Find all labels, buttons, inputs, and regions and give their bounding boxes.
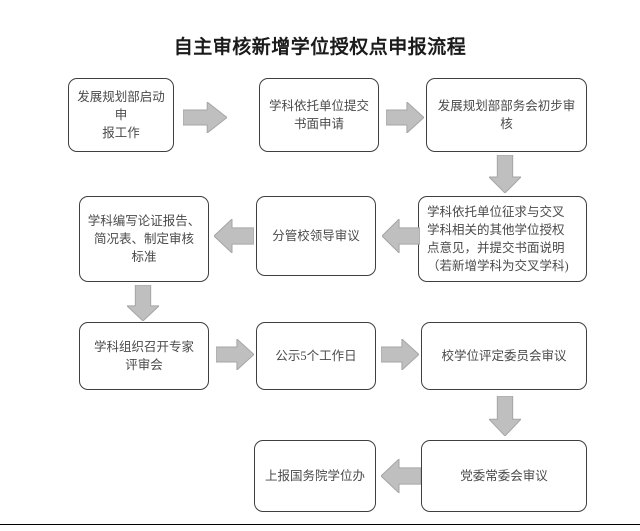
flow-node-n5: 分管校领导审议 xyxy=(256,196,376,276)
flow-node-label: 学科编写论证报告、 简况表、制定审核 标准 xyxy=(87,213,201,265)
flow-node-label: 公示5个工作日 xyxy=(275,348,357,363)
flow-node-label: 学科组织召开专家 评审会 xyxy=(93,339,194,372)
flow-node-n4: 学科依托单位征求与交叉 学科相关的其他学位授权 点意见，并提交书面说明 （若新增… xyxy=(418,196,587,282)
flow-node-n2: 学科依托单位提交 书面申请 xyxy=(259,78,379,152)
flow-arrow-right-icon xyxy=(386,102,424,133)
flow-arrow-down-icon xyxy=(127,285,159,321)
flow-node-n7: 学科组织召开专家 评审会 xyxy=(79,322,209,390)
flow-node-label: 学科依托单位征求与交叉 学科相关的其他学位授权 点意见，并提交书面说明 （若新增… xyxy=(427,204,569,274)
flow-arrow-down-icon xyxy=(489,155,521,193)
page-title: 自主审核新增学位授权点申报流程 xyxy=(173,37,467,58)
flow-node-n6: 学科编写论证报告、 简况表、制定审核 标准 xyxy=(79,196,209,282)
flow-arrow-left-icon xyxy=(214,219,254,253)
flow-node-label: 学科依托单位提交 书面申请 xyxy=(268,98,369,131)
flow-node-label: 发展规划部启动申 报工作 xyxy=(77,89,165,141)
flow-node-n10: 上报国务院学位办 xyxy=(254,440,376,512)
flow-node-label: 分管校领导审议 xyxy=(272,228,360,243)
flow-node-n3: 发展规划部部务会初步审 核 xyxy=(426,78,587,152)
flow-node-n8: 公示5个工作日 xyxy=(256,322,376,390)
flow-arrow-right-icon xyxy=(216,339,254,370)
flow-arrow-left-icon xyxy=(381,459,421,493)
flow-node-label: 校学位评定委员会审议 xyxy=(441,348,567,363)
flow-arrow-left-icon xyxy=(382,219,420,253)
flow-node-n9: 校学位评定委员会审议 xyxy=(421,322,587,390)
flow-node-n11: 党委常委会审议 xyxy=(421,440,587,512)
flow-arrow-right-icon xyxy=(183,102,227,133)
flow-node-label: 上报国务院学位办 xyxy=(264,468,365,483)
flow-node-n1: 发展规划部启动申 报工作 xyxy=(68,78,174,152)
footer-rule xyxy=(0,524,640,525)
flow-node-label: 发展规划部部务会初步审 核 xyxy=(437,98,576,131)
flow-node-label: 党委常委会审议 xyxy=(460,468,548,483)
flow-arrow-down-icon xyxy=(489,396,521,436)
flow-arrow-right-icon xyxy=(381,339,419,370)
